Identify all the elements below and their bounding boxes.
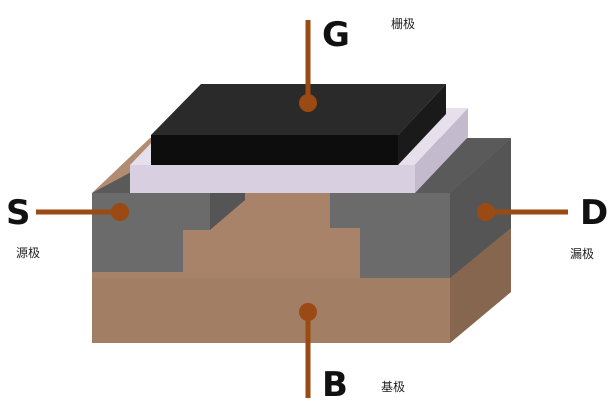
source-contact-dot <box>111 203 129 221</box>
body-letter: B <box>322 365 348 405</box>
gate-electrode-front-face <box>151 135 398 165</box>
gate-contact-dot <box>299 94 317 112</box>
body-lead <box>299 303 317 398</box>
substrate-lower-band <box>92 278 450 343</box>
gate-oxide-side-face <box>415 108 468 193</box>
body-name: 基极 <box>381 380 405 394</box>
drain-name: 漏极 <box>570 247 594 261</box>
source-lead <box>36 203 129 221</box>
gate-lead <box>299 20 317 112</box>
substrate-lower-band-side <box>450 228 511 343</box>
drain-lead <box>477 203 568 221</box>
source-letter: S <box>6 193 31 233</box>
gate-electrode-top-face <box>151 84 446 135</box>
drain-contact-dot <box>477 203 495 221</box>
gate-letter: G <box>322 15 350 55</box>
body-contact-dot <box>299 303 317 321</box>
source-name: 源极 <box>16 246 40 260</box>
drain-letter: D <box>580 193 608 233</box>
gate-electrode <box>151 84 446 165</box>
drain-well-front-face <box>330 193 450 278</box>
gate-name: 栅极 <box>391 16 415 31</box>
gate-oxide-front-face <box>130 165 415 193</box>
gate-electrode-side-face <box>398 84 446 165</box>
